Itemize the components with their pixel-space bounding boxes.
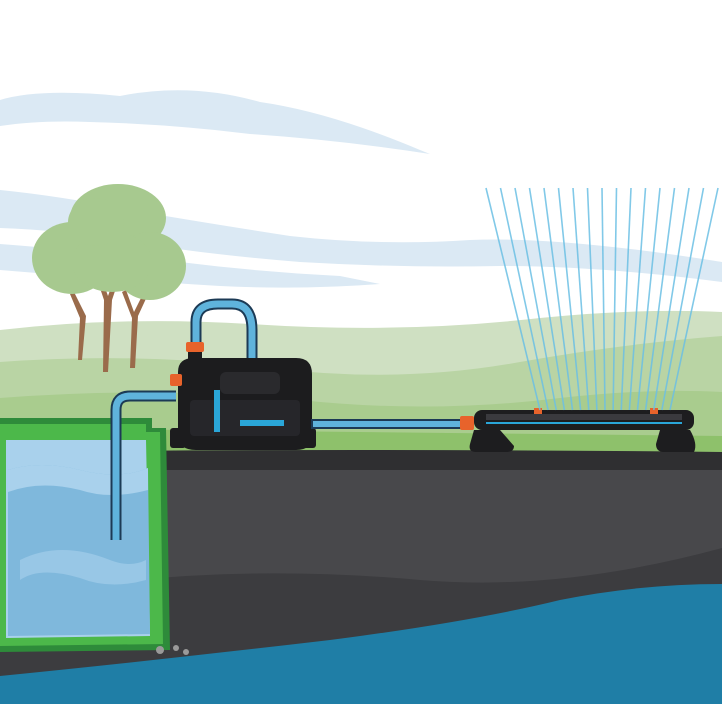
spray-jet: [543, 187, 574, 411]
spray-jet: [636, 187, 661, 411]
spray-jet: [644, 187, 676, 411]
spray-jet: [485, 187, 541, 411]
groundwater: [0, 584, 722, 704]
spray-jet: [661, 187, 705, 411]
oscillating-sprinkler: [460, 408, 696, 452]
spray-jet: [669, 187, 719, 411]
spray-jet: [557, 187, 582, 411]
spray-jet: [528, 187, 566, 411]
spray-jet: [572, 187, 590, 411]
spray-jet: [499, 187, 549, 411]
spray-jet: [628, 187, 647, 411]
spray-jet: [612, 187, 618, 411]
pump-accent-stripe: [214, 390, 220, 432]
water-spray: [485, 187, 719, 411]
spray-jet: [601, 187, 606, 411]
garden-pump: [170, 342, 316, 450]
cloud-stripe-middle: [0, 190, 722, 282]
spray-jet: [586, 187, 598, 411]
spray-jet: [620, 187, 632, 411]
cloud-stripe-top: [0, 90, 430, 154]
tree: [32, 184, 186, 372]
spray-jet: [652, 187, 690, 411]
outlet-hose: [311, 419, 463, 429]
spray-jet: [514, 187, 558, 411]
rainwater-tank: [0, 418, 189, 655]
